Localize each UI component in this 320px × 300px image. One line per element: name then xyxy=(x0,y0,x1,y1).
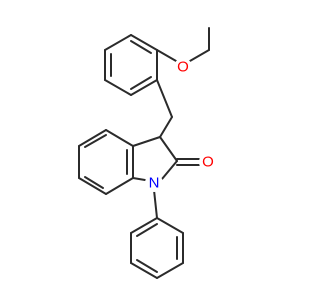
lactam-ring xyxy=(132,136,178,181)
atom-label-o-carbonyl: O xyxy=(202,154,214,171)
bond xyxy=(153,189,158,219)
carbonyl-group xyxy=(176,158,200,166)
atom-o-methoxy: O xyxy=(174,58,192,76)
bond xyxy=(159,116,173,138)
bond xyxy=(132,136,161,147)
atom-label-o-methoxy: O xyxy=(177,59,189,76)
double-bond-inner xyxy=(84,134,107,148)
double-bond-inner xyxy=(130,40,152,54)
bond xyxy=(104,34,132,51)
bond xyxy=(159,136,178,162)
n-phenyl-ring xyxy=(130,189,184,279)
methoxyphenyl-ring xyxy=(104,34,158,96)
bond xyxy=(130,79,158,96)
bond xyxy=(156,262,184,279)
atom-o-carbonyl: O xyxy=(199,153,217,171)
bond xyxy=(130,262,158,279)
bond xyxy=(105,129,134,147)
bond xyxy=(132,177,146,181)
double-bond-inner xyxy=(136,259,158,273)
bond xyxy=(104,79,132,96)
bond xyxy=(78,129,107,147)
bond xyxy=(161,160,178,180)
atom-label-n-lactam: N xyxy=(149,175,160,192)
bond xyxy=(130,34,158,51)
bond xyxy=(156,79,173,118)
double-bond-inner xyxy=(130,76,152,90)
bond xyxy=(156,217,184,234)
molecule-structure-diagram: O O N xyxy=(78,27,217,279)
indoline-benzene-ring xyxy=(78,129,134,195)
benzyl-linker xyxy=(156,79,173,138)
double-bond-inner xyxy=(136,223,158,237)
bond xyxy=(130,217,158,234)
bond xyxy=(105,177,134,195)
double-bond-inner xyxy=(84,176,104,189)
atom-n-lactam: N xyxy=(145,174,163,192)
bond xyxy=(78,177,107,195)
